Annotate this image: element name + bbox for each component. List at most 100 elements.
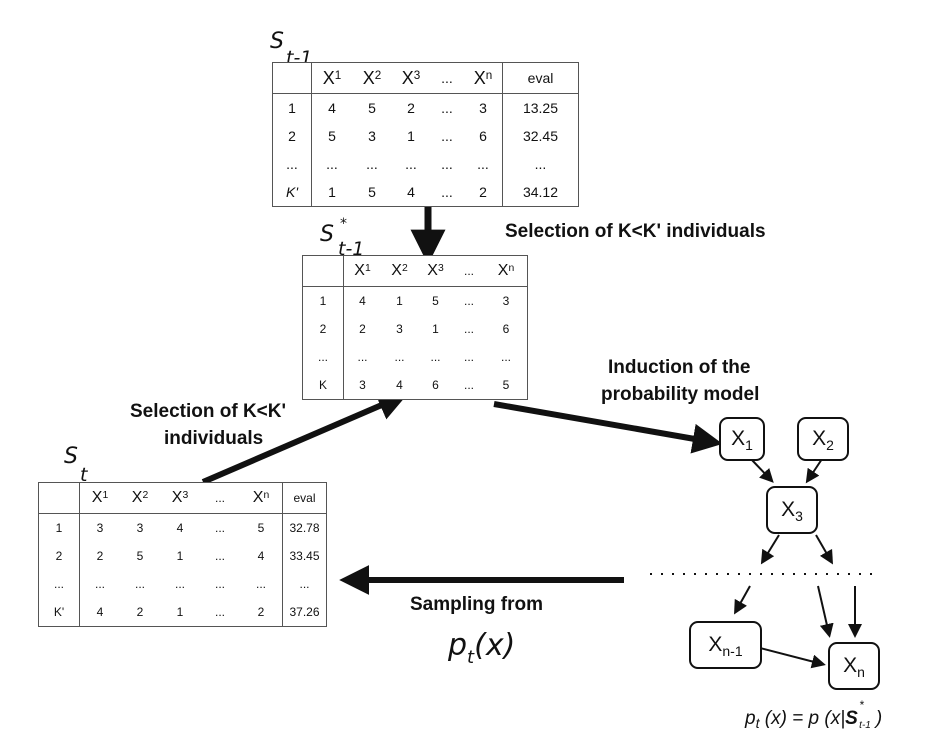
- edge-dots-xn1: [734, 585, 751, 615]
- table-cell: 5: [352, 93, 392, 122]
- table-cell: ...: [366, 156, 378, 172]
- table-header-cell: X3: [160, 482, 200, 514]
- formula-s-sub: t-1: [859, 720, 871, 731]
- table-cell: 5: [136, 549, 144, 563]
- table-cell: 2: [38, 542, 80, 570]
- table-cell: K: [302, 371, 344, 400]
- node-x1-label: X: [731, 427, 746, 450]
- node-x3-label: X: [781, 498, 796, 521]
- table-cell: 2: [359, 322, 366, 336]
- table-header-cell: X1: [343, 255, 381, 287]
- header-var-index: n: [263, 490, 270, 502]
- arrow-bottom-to-mid: [201, 391, 408, 485]
- header-var-letter: X: [322, 67, 335, 88]
- table-cell: 5: [485, 371, 528, 400]
- formula-s-star: *: [859, 698, 864, 712]
- table-cell: ...: [485, 343, 528, 371]
- table-cell: 2: [272, 122, 312, 150]
- table-cell: 4: [392, 178, 430, 207]
- table-cell: ...: [214, 549, 225, 563]
- caption-induction-2: probability model: [601, 384, 760, 405]
- table-cell: ...: [394, 350, 405, 364]
- table-header-cell: [38, 482, 80, 514]
- table-cell: K': [38, 598, 80, 627]
- table-cell: 1: [432, 322, 439, 336]
- table-cell: 3: [485, 286, 528, 315]
- table-cell: 3: [120, 513, 160, 542]
- header-var-letter: X: [391, 262, 402, 279]
- table-cell: ...: [463, 322, 474, 336]
- table-header-cell: X2: [381, 255, 418, 287]
- header-var-index: 1: [364, 263, 371, 275]
- header-var-index: 2: [142, 490, 149, 502]
- table-cell: 5: [240, 513, 283, 542]
- table-cell: 33.45: [282, 542, 327, 570]
- table-cell: 6: [485, 315, 528, 343]
- header-var-index: 3: [182, 490, 189, 502]
- table-cell: 2: [120, 598, 160, 627]
- table-cell: ...: [430, 178, 464, 207]
- header-var-index: 2: [401, 263, 408, 275]
- node-xn1-label: X: [708, 633, 723, 656]
- table-cell: ...: [441, 128, 453, 144]
- formula-pt: pt (x) = p (x|S*t-1): [745, 698, 882, 731]
- label-s-selected-star: *: [340, 216, 347, 232]
- table-cell: ...: [477, 156, 489, 172]
- table-cell: 3: [396, 322, 403, 336]
- caption-selection-left-2: individuals: [164, 428, 264, 449]
- table-header-cell: Xn: [485, 255, 528, 287]
- table-cell: 6: [418, 371, 453, 400]
- table-header-cell: [272, 62, 312, 94]
- table-row: .....................: [38, 570, 327, 598]
- header-var-letter: X: [362, 67, 375, 88]
- table-cell: ...: [430, 350, 441, 364]
- header-var-letter: X: [473, 67, 486, 88]
- table-cell: ...: [282, 570, 327, 598]
- table-cell: ...: [134, 577, 145, 591]
- table-row: 2 2 3 1... 6: [302, 315, 528, 343]
- table-cell: 2: [392, 93, 430, 122]
- table-cell: 3: [368, 128, 376, 144]
- table-cell: 1: [381, 286, 418, 315]
- table-cell: 2: [240, 598, 283, 627]
- formula-s-wrap: S* t-1: [845, 698, 871, 731]
- formula-s: S: [845, 708, 858, 729]
- table-cell: 1: [160, 598, 200, 627]
- edge-x1-x3: [750, 458, 774, 483]
- header-var-index: n: [485, 69, 493, 83]
- table-header-cell: ...: [453, 255, 485, 287]
- table-cell: 3: [79, 513, 120, 542]
- table-cell: 1: [407, 128, 415, 144]
- table-cell: 2: [96, 549, 104, 563]
- edge-x3-down-left: [760, 534, 780, 565]
- arrow-mid-to-model: [493, 401, 723, 454]
- table-cell: ...: [453, 286, 485, 315]
- table-cell: ...: [94, 577, 105, 591]
- table-header-cell: Xn: [240, 482, 283, 514]
- table-cell: ...: [255, 577, 266, 591]
- table-header-cell: X2: [352, 62, 392, 94]
- header-var-letter: X: [497, 262, 509, 279]
- label-s-selected: S * t-1: [320, 216, 380, 262]
- table-cell: 34.12: [502, 178, 579, 207]
- table-cell: ...: [463, 350, 474, 364]
- table-cell: 2: [302, 315, 344, 343]
- table-cell: 32.78: [282, 513, 327, 542]
- pt-arg: (x): [474, 628, 516, 663]
- table-cell: ...: [214, 577, 225, 591]
- table-cell: 3: [464, 93, 503, 122]
- table-cell: 4: [311, 93, 352, 122]
- table-header-cell: X1: [79, 482, 120, 514]
- node-x3-sub: 3: [795, 508, 803, 524]
- table-header-cell: X3: [418, 255, 453, 287]
- header-var-letter: X: [252, 489, 264, 506]
